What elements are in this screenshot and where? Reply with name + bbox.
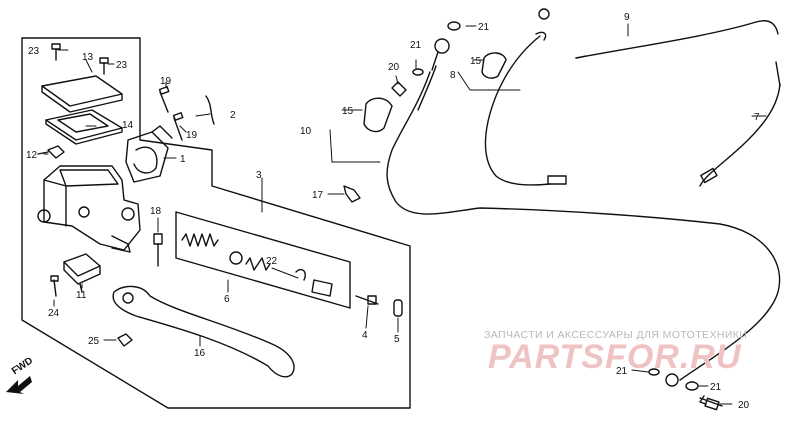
clamp-bracket-1 bbox=[125, 125, 173, 183]
callout-21-bottom: 21 bbox=[710, 382, 722, 393]
bolt-18 bbox=[153, 233, 163, 267]
callout-14: 14 bbox=[122, 120, 134, 131]
hose-end-fitting-7 bbox=[700, 167, 718, 184]
hose-7 bbox=[699, 61, 781, 187]
callout-5: 5 bbox=[394, 334, 400, 345]
callout-21-upper: 21 bbox=[410, 40, 422, 51]
assembly-frame bbox=[21, 37, 411, 409]
banjo-bolt-20-bottom bbox=[699, 395, 723, 411]
reservoir-cap-13 bbox=[41, 75, 123, 113]
callout-21-top: 21 bbox=[478, 22, 490, 33]
master-cylinder-body bbox=[37, 165, 141, 253]
lever-16 bbox=[112, 285, 295, 378]
callout-25: 25 bbox=[88, 336, 100, 347]
fitting-12 bbox=[37, 145, 65, 159]
washer-21-top bbox=[447, 21, 461, 31]
clip-17 bbox=[343, 185, 361, 203]
callout-22: 22 bbox=[266, 256, 278, 267]
washer-21-bottom bbox=[685, 381, 699, 391]
leader-lines bbox=[43, 23, 767, 405]
diaphragm-plate-14 bbox=[45, 109, 123, 145]
watermark-text: ЗАПЧАСТИ И АКСЕССУАРЫ ДЛЯ МОТОТЕХНИКИ bbox=[484, 329, 748, 341]
bolt-4 bbox=[355, 295, 379, 305]
callout-19-lower: 19 bbox=[186, 130, 198, 141]
callout-17: 17 bbox=[312, 190, 324, 201]
callout-23-left: 23 bbox=[28, 46, 40, 57]
nut-25 bbox=[117, 333, 133, 347]
pin-2 bbox=[205, 95, 215, 125]
callout-19-upper: 19 bbox=[160, 76, 172, 87]
washer-21-upper bbox=[412, 68, 424, 76]
fwd-arrow-icon bbox=[6, 376, 32, 394]
callout-4: 4 bbox=[362, 330, 368, 341]
callout-9: 9 bbox=[624, 12, 630, 23]
washer-21-lower bbox=[648, 368, 660, 376]
banjo-eye-lower bbox=[665, 373, 679, 387]
piston-set-box bbox=[175, 211, 351, 309]
cover-15-right bbox=[481, 52, 507, 79]
switch-11 bbox=[63, 253, 101, 293]
callout-20-top: 20 bbox=[388, 62, 400, 73]
callout-1: 1 bbox=[180, 154, 186, 165]
callout-10: 10 bbox=[300, 126, 312, 137]
eye-end-top-right bbox=[538, 8, 550, 20]
callout-8: 8 bbox=[450, 70, 456, 81]
callout-20-bottom: 20 bbox=[738, 400, 750, 411]
piston-spring bbox=[181, 233, 333, 297]
banjo-eye-top bbox=[431, 38, 450, 71]
callout-21-lower: 21 bbox=[616, 366, 628, 377]
callout-23-right: 23 bbox=[116, 60, 128, 71]
callout-6: 6 bbox=[224, 294, 230, 305]
callout-13: 13 bbox=[82, 52, 94, 63]
callout-15-left: 15 bbox=[342, 106, 354, 117]
callout-11: 11 bbox=[76, 290, 87, 301]
bolt-19-upper bbox=[158, 86, 170, 113]
callout-7: 7 bbox=[754, 112, 760, 123]
cover-15-left bbox=[363, 97, 393, 133]
watermark-logo: PARTSFOR.RU bbox=[488, 338, 742, 376]
callout-3: 3 bbox=[256, 170, 262, 181]
screw-23-left bbox=[51, 43, 61, 61]
cable-9 bbox=[575, 20, 779, 59]
callout-16: 16 bbox=[194, 348, 206, 359]
hose-10 bbox=[386, 65, 781, 381]
hose-end-fitting-8 bbox=[547, 175, 567, 185]
bushing-5 bbox=[393, 299, 403, 317]
banjo-bolt-20-top bbox=[391, 81, 407, 97]
screw-23-right bbox=[99, 57, 109, 75]
callout-2: 2 bbox=[230, 110, 236, 121]
bolt-19-lower bbox=[172, 112, 184, 141]
callout-24: 24 bbox=[48, 308, 60, 319]
callout-18: 18 bbox=[150, 206, 162, 217]
callout-12: 12 bbox=[26, 150, 38, 161]
hose-8 bbox=[484, 31, 551, 186]
callout-15-right: 15 bbox=[470, 56, 482, 67]
screw-24 bbox=[50, 275, 59, 297]
